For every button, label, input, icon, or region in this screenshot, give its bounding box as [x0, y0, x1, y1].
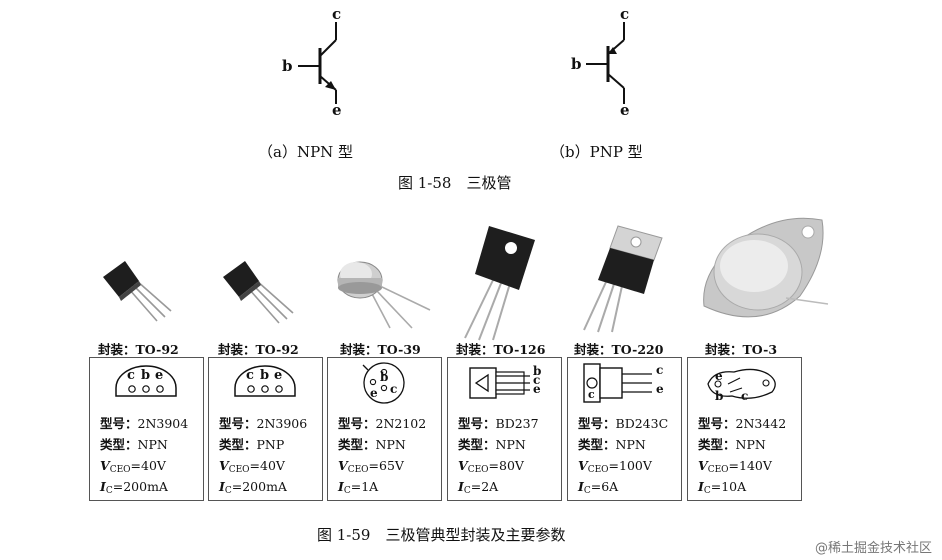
to3-photo: [703, 217, 829, 318]
pin-label: e: [715, 369, 723, 383]
spec-vceo: VCEO=80V: [458, 458, 524, 475]
pnp-emitter-label: e: [620, 101, 630, 119]
pin-label: c: [127, 368, 135, 383]
package-card: c c e 型号：BD243C 类型：NPN VCEO=100V IC=6A: [567, 357, 682, 501]
pin-label: b: [260, 368, 270, 383]
spec-ic: IC=200mA: [219, 479, 287, 496]
pin-label: c: [246, 368, 254, 383]
npn-emitter-label: e: [332, 101, 342, 119]
npn-base-label: b: [282, 57, 293, 75]
package-label-2: 封装：TO-92: [218, 342, 299, 357]
to126-pinout-diagram: [469, 367, 530, 399]
watermark: @稀土掘金技术社区: [814, 541, 932, 556]
spec-vceo: VCEO=40V: [219, 458, 285, 475]
pin-label: b: [380, 370, 389, 384]
pnp-caption: （b）PNP 型: [550, 143, 643, 161]
pin-label: e: [533, 382, 541, 396]
spec-ic: IC=10A: [698, 479, 747, 496]
pin-label: e: [274, 368, 283, 383]
pin-label: c: [741, 389, 749, 403]
pin-label: e: [656, 382, 664, 396]
to3-pinout-diagram: [707, 368, 776, 399]
figure-159-caption: 图 1-59 三极管典型封装及主要参数: [317, 526, 566, 544]
spec-ic: IC=6A: [578, 479, 619, 496]
pin-label: c: [390, 382, 398, 396]
figure-158-caption: 图 1-58 三极管: [398, 174, 512, 192]
package-label-5: 封装：TO-220: [574, 342, 664, 357]
to39-photo: [337, 261, 431, 329]
spec-type: 类型：NPN: [100, 437, 168, 452]
package-card: c b e 型号：2N3906 类型：PNP VCEO=40V IC=200mA: [208, 357, 323, 501]
package-card: b c e 型号：BD237 类型：NPN VCEO=80V IC=2A: [447, 357, 562, 501]
spec-ic: IC=2A: [458, 479, 499, 496]
to92-pinout-diagram: [115, 365, 177, 397]
spec-ic: IC=200mA: [100, 479, 168, 496]
spec-type: 类型：PNP: [219, 437, 285, 452]
package-label-6: 封装：TO-3: [705, 342, 778, 357]
spec-ic: IC=1A: [338, 479, 379, 496]
spec-vceo: VCEO=65V: [338, 458, 404, 475]
to92-pinout-diagram: [234, 365, 296, 397]
spec-vceo: VCEO=100V: [578, 458, 652, 475]
spec-vceo: VCEO=140V: [698, 458, 772, 475]
pin-label: c: [656, 363, 664, 377]
spec-type: 类型：NPN: [698, 437, 766, 452]
spec-model: 型号：2N3442: [698, 416, 787, 431]
pnp-base-label: b: [571, 55, 582, 73]
to92-photo-2: [223, 261, 294, 324]
pin-label: e: [370, 386, 378, 400]
package-card: e b c 型号：2N3442 类型：NPN VCEO=140V IC=10A: [687, 357, 802, 501]
pin-label: c: [588, 388, 595, 401]
pin-label: b: [715, 389, 724, 403]
to92-photo-1: [103, 261, 172, 322]
spec-type: 类型：NPN: [338, 437, 406, 452]
package-label-3: 封装：TO-39: [340, 342, 421, 357]
to39-pinout-diagram: [362, 362, 405, 404]
package-label-4: 封装：TO-126: [456, 342, 546, 357]
spec-model: 型号：BD237: [458, 416, 539, 431]
pin-label: c: [533, 373, 541, 387]
npn-symbol: [298, 22, 337, 104]
package-card: c b e 型号：2N3904 类型：NPN VCEO=40V IC=200mA: [89, 357, 204, 501]
spec-vceo: VCEO=40V: [100, 458, 166, 475]
spec-model: 型号：2N3906: [219, 416, 308, 431]
spec-model: 型号：2N2102: [338, 416, 427, 431]
spec-type: 类型：NPN: [458, 437, 526, 452]
pin-label: e: [155, 368, 164, 383]
pin-label: b: [141, 368, 151, 383]
pin-label: b: [533, 364, 542, 378]
to126-photo: [464, 226, 535, 341]
npn-caption: （a）NPN 型: [258, 143, 354, 161]
pnp-collector-label: c: [620, 5, 630, 23]
package-card: b c e 型号：2N2102 类型：NPN VCEO=65V IC=1A: [327, 357, 442, 501]
to220-pinout-diagram: [583, 363, 652, 403]
npn-collector-label: c: [332, 5, 342, 23]
to220-photo: [583, 225, 663, 333]
spec-model: 型号：2N3904: [100, 416, 189, 431]
pnp-symbol: [586, 22, 625, 104]
spec-model: 型号：BD243C: [578, 416, 669, 431]
spec-type: 类型：NPN: [578, 437, 646, 452]
package-label-1: 封装：TO-92: [98, 342, 179, 357]
